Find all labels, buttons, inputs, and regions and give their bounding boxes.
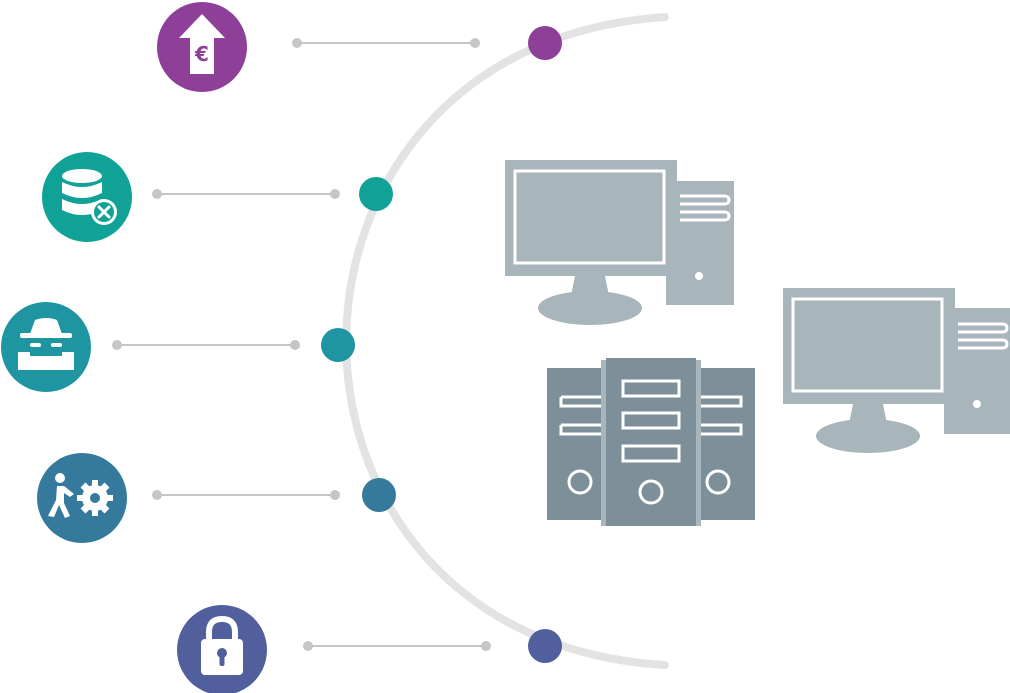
euro-up-arrow-icon: € — [179, 14, 225, 74]
node-spy — [1, 302, 355, 392]
node-operations — [37, 453, 396, 543]
svg-text:€: € — [194, 42, 209, 66]
node-revenue: € — [157, 2, 562, 92]
connection-arc — [342, 13, 669, 669]
connector-line — [292, 38, 480, 48]
arc-dot — [528, 26, 562, 60]
arc-dot — [321, 328, 355, 362]
database-error-icon — [62, 169, 117, 225]
connector-line — [152, 189, 340, 199]
connector-line — [152, 490, 340, 500]
node-badge — [1, 302, 91, 392]
padlock-icon — [201, 615, 243, 675]
connector-line — [112, 340, 300, 350]
node-security — [177, 605, 562, 693]
arc-dot — [362, 478, 396, 512]
connector-line — [303, 641, 491, 651]
desktop-computer-icon — [783, 288, 1010, 453]
desktop-computer-icon — [505, 160, 734, 325]
arc-dot — [359, 177, 393, 211]
node-data-loss — [42, 152, 393, 242]
server-rack-icon — [547, 358, 755, 526]
arc-dot — [528, 629, 562, 663]
spy-icon — [18, 318, 74, 370]
